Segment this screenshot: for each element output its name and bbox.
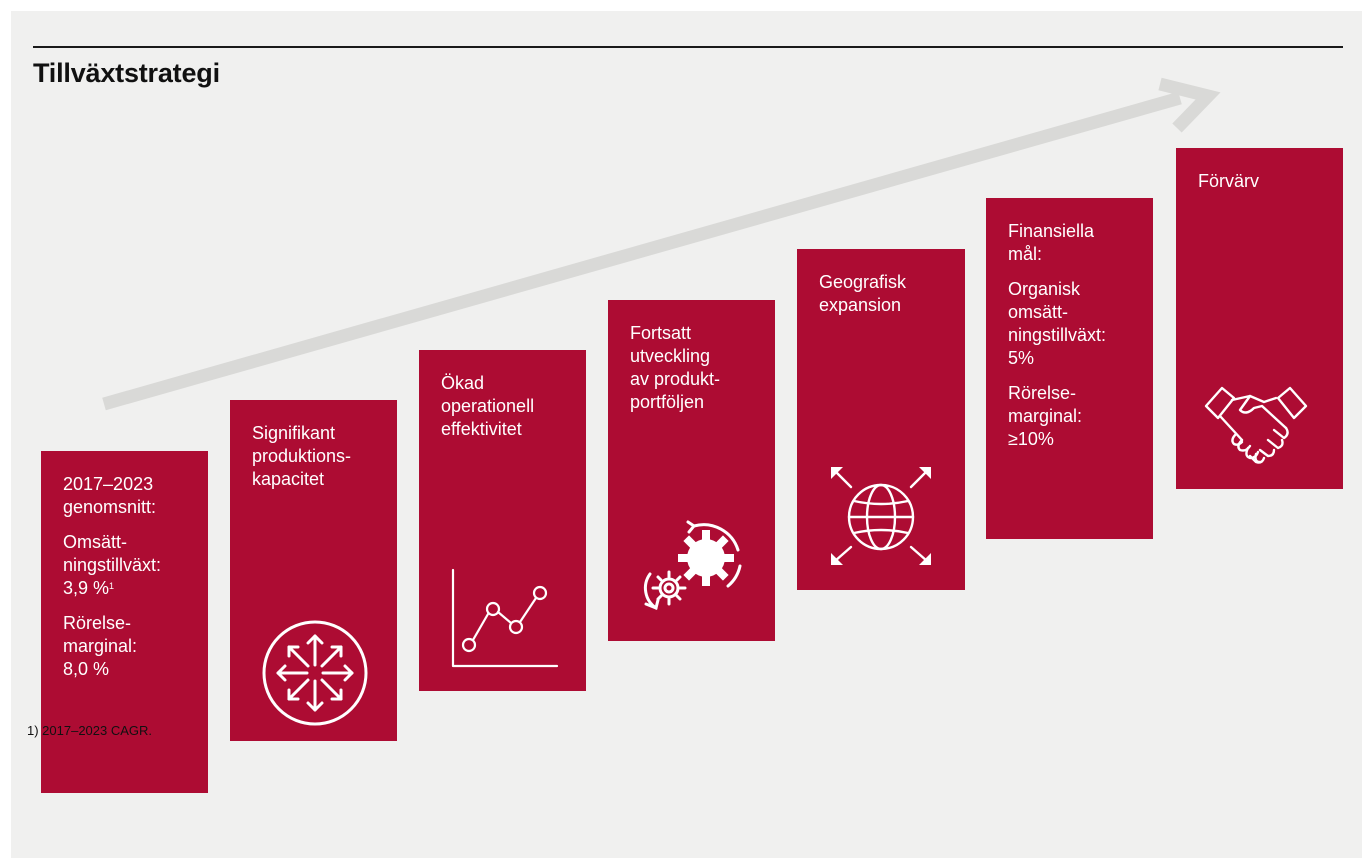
page-title: Tillväxtstrategi [33,58,220,88]
step-1-text-2: Omsätt- ningstillväxt: 3,9 %1 [63,531,194,600]
step-5-text: Geografisk expansion [819,272,907,315]
step-1-text-1: 2017–2023 genomsnitt: [63,474,157,517]
title-rule [33,46,1343,48]
step-4-text: Fortsatt utveckling av produkt- portfölj… [630,323,721,412]
step-current-performance: 2017–2023 genomsnitt: Omsätt- ningstillv… [41,451,208,793]
step-1-growth-value: 3,9 % [63,578,110,598]
footnote: 1) 2017–2023 CAGR. [27,723,153,738]
step-2-text: Signifikant produktions- kapacitet [252,423,352,489]
step-6-text-3: Rörelse- marginal: ≥10% [1008,383,1083,449]
step-financial-targets: Finansiella mål: Organisk omsätt- ningst… [986,198,1153,539]
globe-expand-icon [831,467,931,565]
step-operational-efficiency: Ökad operationell effektivitet [419,350,586,691]
step-product-portfolio: Fortsatt utveckling av produkt- portfölj… [608,300,775,641]
step-6-text-1: Finansiella mål: [1008,221,1095,264]
handshake-icon [1204,386,1308,464]
gears-icon [643,520,742,611]
line-graph-icon [451,568,559,668]
step-3-text: Ökad operationell effektivitet [441,373,535,439]
step-1-growth-label: Omsätt- ningstillväxt: [63,532,162,575]
step-1-text-3: Rörelse- marginal: 8,0 % [63,613,138,679]
step-7-text: Förvärv [1198,171,1260,191]
step-production-capacity: Signifikant produktions- kapacitet [230,400,397,741]
step-geographic-expansion: Geografisk expansion [797,249,965,590]
footnote-ref: 1 [109,581,115,591]
expand-arrows-circle-icon [262,620,368,726]
step-6-text-2: Organisk omsätt- ningstillväxt: 5% [1008,279,1107,368]
step-acquisitions: Förvärv [1176,148,1343,489]
